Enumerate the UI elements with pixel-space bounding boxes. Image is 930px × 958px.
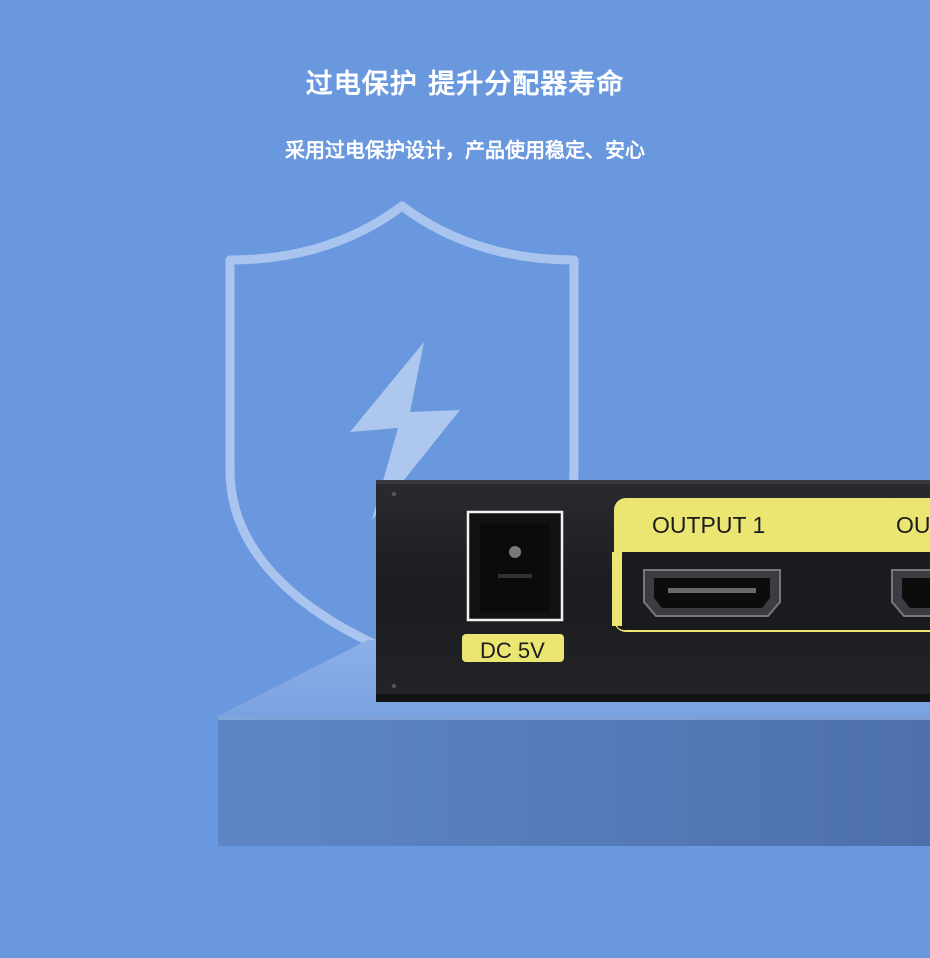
dc-5v-label: DC 5V bbox=[480, 638, 545, 663]
splitter-device bbox=[376, 480, 930, 702]
dc-power-jack-icon bbox=[466, 510, 564, 622]
headline: 过电保护 提升分配器寿命 bbox=[305, 69, 625, 100]
subheadline: 采用过电保护设计，产品使用稳定、安心 bbox=[285, 138, 645, 162]
output-2-label: OU bbox=[896, 512, 930, 538]
lightning-bolt-icon bbox=[350, 342, 460, 520]
hdmi-port-icon bbox=[643, 569, 781, 617]
output-1-label: OUTPUT 1 bbox=[652, 512, 766, 538]
